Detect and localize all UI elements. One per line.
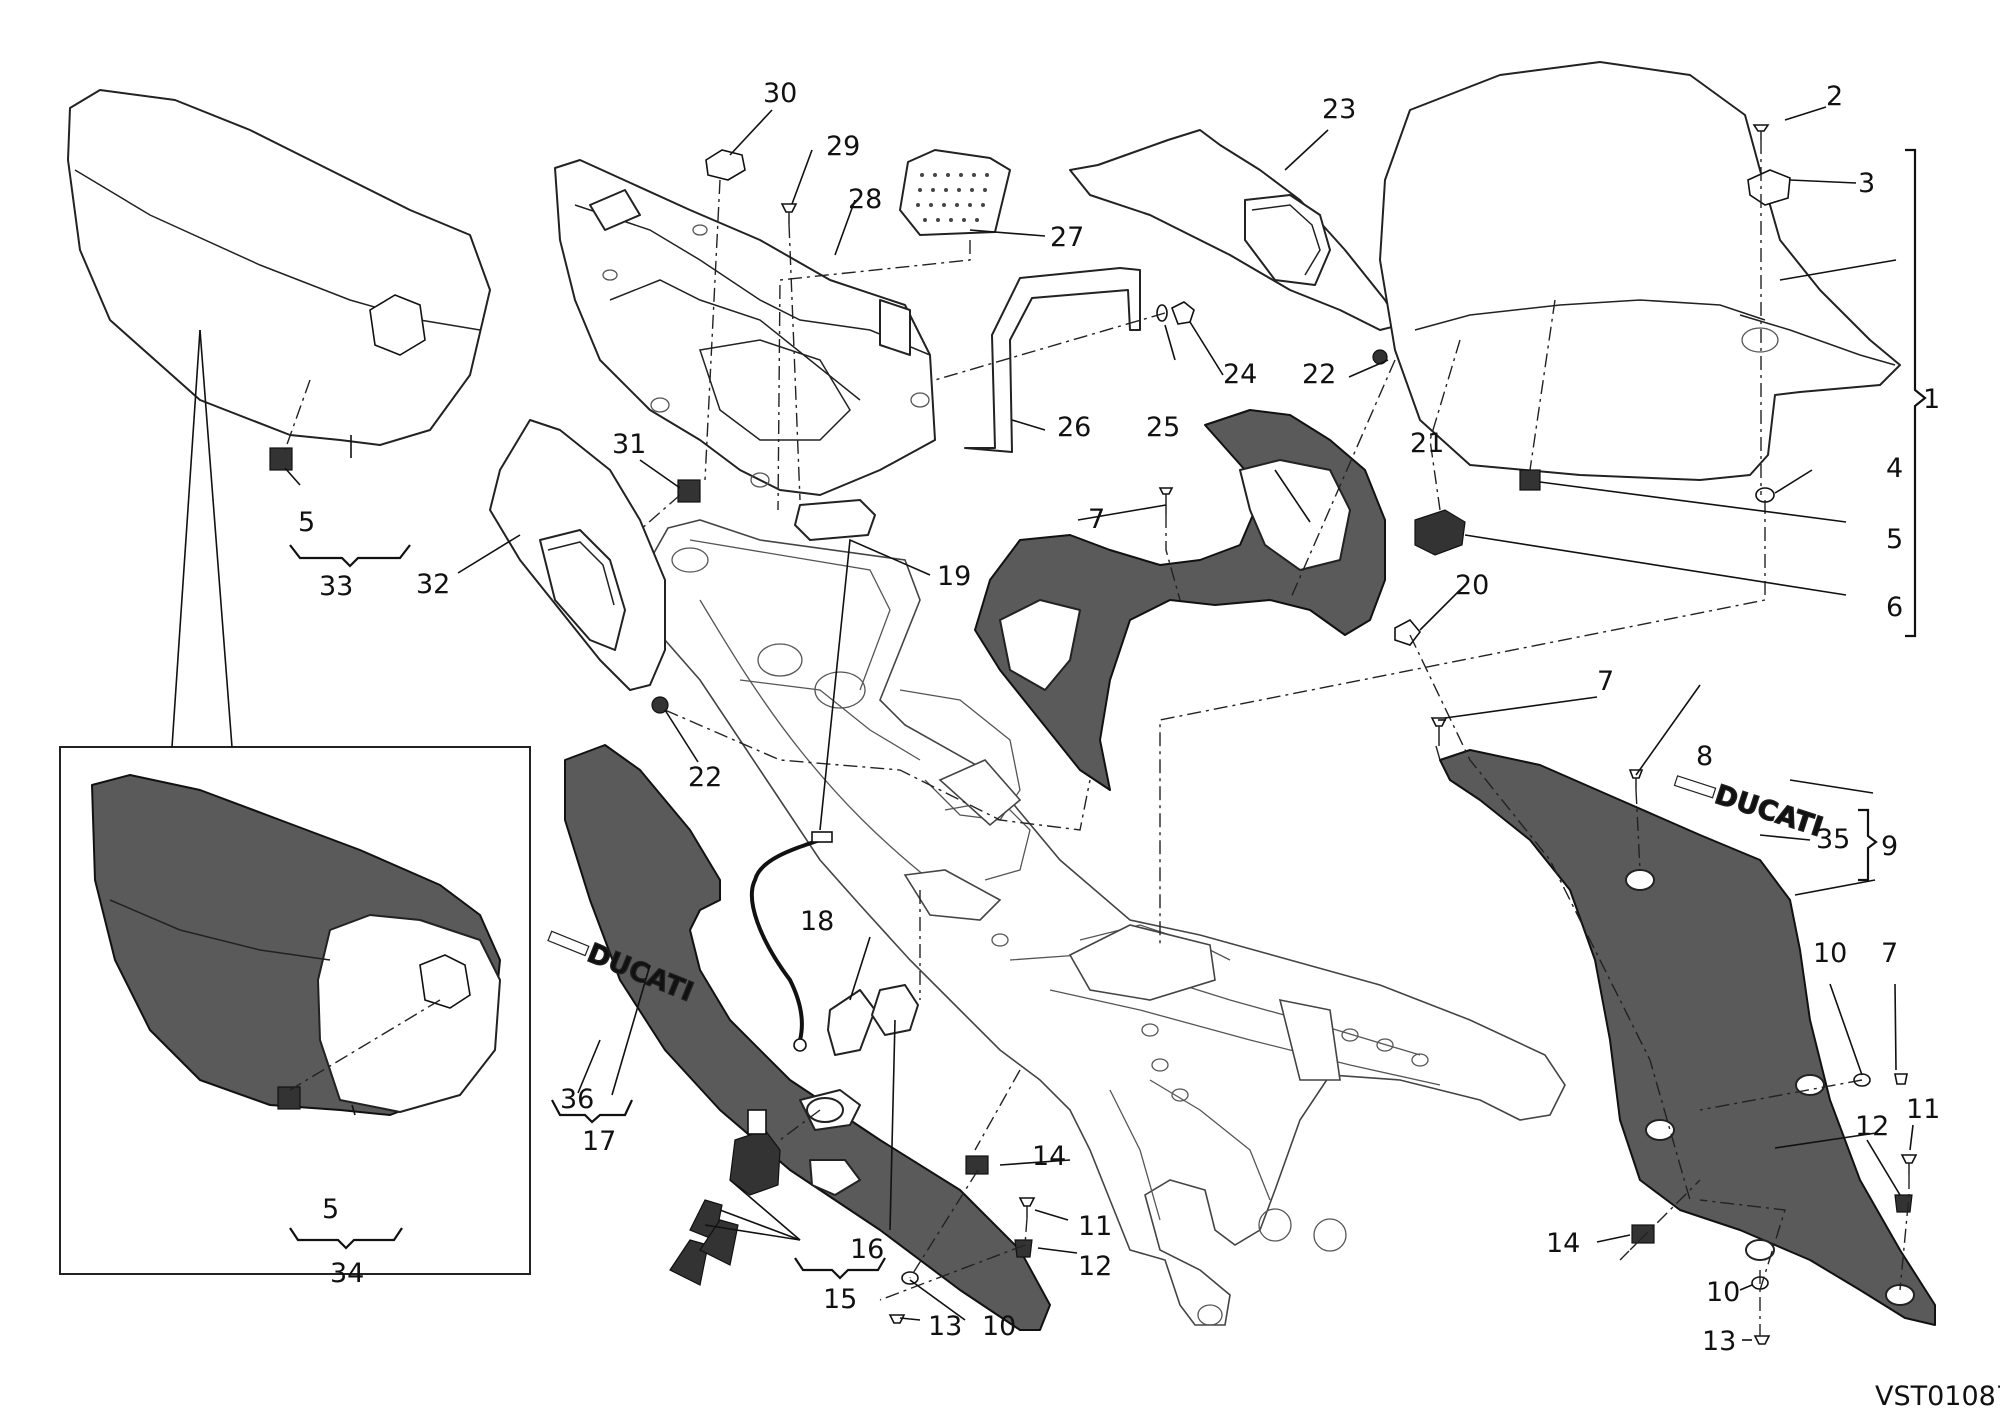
callout-10-bottom-right: 10	[1706, 1277, 1740, 1308]
callout-13-bottom: 13	[928, 1311, 962, 1342]
rear-subframe	[649, 519, 1566, 1326]
callout-30: 30	[763, 78, 797, 109]
callout-17: 17	[582, 1126, 616, 1157]
seat-pad	[899, 149, 1011, 236]
callout-20: 20	[1455, 570, 1489, 601]
callout-26: 26	[1057, 412, 1091, 443]
callout-6: 6	[1886, 592, 1903, 623]
callout-36: 36	[560, 1084, 594, 1115]
callout-21: 21	[1410, 428, 1444, 459]
callout-35: 35	[1816, 824, 1850, 855]
inset-box	[59, 329, 531, 1275]
callout-5-top: 5	[298, 507, 315, 538]
callout-32: 32	[416, 569, 450, 600]
hardware	[269, 124, 1918, 1345]
callout-22-right: 22	[1302, 359, 1336, 390]
callout-22-left: 22	[688, 762, 722, 793]
callout-9: 9	[1881, 831, 1898, 862]
right-tail-panel	[1439, 749, 1936, 1326]
callout-24: 24	[1223, 359, 1257, 390]
lock-assembly	[669, 984, 919, 1286]
callout-27: 27	[1050, 222, 1084, 253]
callout-19: 19	[937, 561, 971, 592]
callout-labels: 1 2 3 4 5 5 5 6 7 7 7 8 9 10 10 10 11 11…	[298, 78, 1940, 1357]
callout-31: 31	[612, 429, 646, 460]
callout-3: 3	[1858, 168, 1875, 199]
callout-23: 23	[1322, 94, 1356, 125]
callout-15: 15	[823, 1284, 857, 1315]
callout-14-right: 14	[1546, 1228, 1580, 1259]
leader-lines	[284, 106, 1914, 1341]
callout-1: 1	[1923, 384, 1940, 415]
callout-28: 28	[848, 184, 882, 215]
assembly-lines	[284, 140, 1910, 1336]
callout-11-right: 11	[1906, 1094, 1940, 1125]
callout-8: 8	[1696, 741, 1713, 772]
callout-7-center: 7	[1088, 504, 1105, 535]
callout-33: 33	[319, 571, 353, 602]
callout-25: 25	[1146, 412, 1180, 443]
callout-10-right: 10	[1813, 938, 1847, 969]
callout-2: 2	[1826, 81, 1843, 112]
callout-7-right: 7	[1881, 938, 1898, 969]
callout-12-right: 12	[1855, 1111, 1889, 1142]
callout-5-right: 5	[1886, 524, 1903, 555]
left-tail-panel	[564, 744, 1051, 1331]
seat-bracket	[964, 267, 1141, 453]
callout-16: 16	[850, 1234, 884, 1265]
callout-7-right-top: 7	[1597, 666, 1614, 697]
tail-undertray	[554, 159, 936, 496]
callout-29: 29	[826, 131, 860, 162]
diagram-code: VST01087	[1875, 1381, 2000, 1410]
callout-14-bottom: 14	[1032, 1141, 1066, 1172]
callout-11-bottom: 11	[1078, 1211, 1112, 1242]
brackets	[289, 148, 1927, 1280]
decal-right-text: DUCATI	[1711, 779, 1827, 843]
rider-seat	[1379, 61, 1901, 481]
release-cable	[749, 831, 833, 1052]
callout-10-bottom: 10	[982, 1311, 1016, 1342]
callout-12-bottom: 12	[1078, 1251, 1112, 1282]
upper-side-cover	[1069, 129, 1401, 331]
callout-18: 18	[800, 906, 834, 937]
callout-34: 34	[330, 1258, 364, 1289]
callout-13-right: 13	[1702, 1326, 1736, 1357]
callout-5-inset: 5	[322, 1194, 339, 1225]
callout-4: 4	[1886, 453, 1903, 484]
pillion-seat-top	[67, 89, 491, 446]
left-upper-piece	[489, 419, 666, 691]
